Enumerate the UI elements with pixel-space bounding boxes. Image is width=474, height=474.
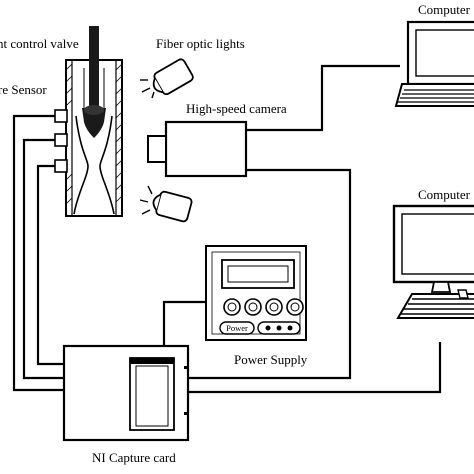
pressure-sensor-1 <box>54 109 68 123</box>
computer-bottom-keyboard <box>396 293 474 319</box>
pressure-sensor-2 <box>54 133 68 147</box>
computer-bottom-mouse <box>457 289 469 299</box>
computer-bottom-stand <box>430 281 452 293</box>
nozzle-profile-right <box>99 115 115 215</box>
label-pressure-sensor: re Sensor <box>0 82 47 97</box>
label-control-valve: nt control valve <box>0 36 79 51</box>
ni-capture-card <box>62 344 190 442</box>
label-ni-capture-card: NI Capture card <box>92 450 176 465</box>
power-button <box>219 321 255 335</box>
label-high-speed-camera: High-speed camera <box>186 101 287 116</box>
fiber-optic-light-bottom <box>139 185 193 223</box>
nozzle-test-section <box>65 26 123 217</box>
label-computer-top: Computer <box>418 2 471 17</box>
pressure-sensors <box>54 109 68 173</box>
computer-top <box>394 20 474 107</box>
pressure-sensor-3 <box>54 159 68 173</box>
camera-body <box>164 120 248 178</box>
control-valve-needle-tip <box>82 108 106 138</box>
camera-lens <box>147 135 167 163</box>
wire-power-to-ni-card <box>162 300 206 346</box>
high-speed-camera <box>147 120 248 178</box>
wire-camera-to-computer-top <box>246 64 400 132</box>
wire-camera-to-ni-card <box>188 168 352 380</box>
fiber-optic-light-top <box>140 58 194 99</box>
wire-sensor-3 <box>36 164 64 366</box>
label-computer-bottom: Computer <box>418 187 471 202</box>
power-supply-unit: Power <box>205 245 307 341</box>
label-power-supply: Power Supply <box>234 352 308 367</box>
nozzle-profile-left <box>73 115 89 215</box>
wire-ni-card-to-computer-bottom <box>188 342 442 394</box>
wire-sensor-1 <box>12 114 64 392</box>
connection-wires <box>12 64 442 394</box>
power-supply-knobs <box>223 298 304 316</box>
power-button-label: Power <box>226 323 248 333</box>
computer-top-keyboard <box>394 83 474 107</box>
label-fiber-optic-lights: Fiber optic lights <box>156 36 245 51</box>
wire-sensor-2 <box>22 138 64 380</box>
computer-bottom <box>392 204 474 319</box>
control-valve-stem <box>89 26 99 112</box>
